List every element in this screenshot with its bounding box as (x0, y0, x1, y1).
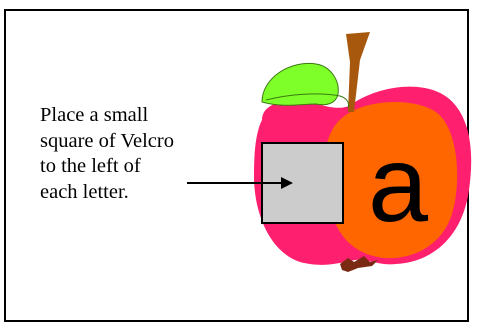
instruction-line-1: Place a small (40, 104, 149, 126)
instruction-line-4: each letter. (40, 180, 129, 203)
arrow-right-icon (281, 177, 293, 189)
leaf-vein (265, 93, 349, 109)
calyx-icon (340, 256, 378, 272)
instruction-text: Place a small square of Velcro to the le… (40, 103, 210, 205)
instruction-line-3: to the left of (40, 155, 141, 177)
leaf-icon (261, 62, 339, 106)
stem-icon (346, 32, 370, 112)
apple-orange-overlay (323, 101, 458, 259)
letter-a: a (368, 123, 429, 244)
instruction-line-2: square of Velcro (40, 129, 174, 152)
